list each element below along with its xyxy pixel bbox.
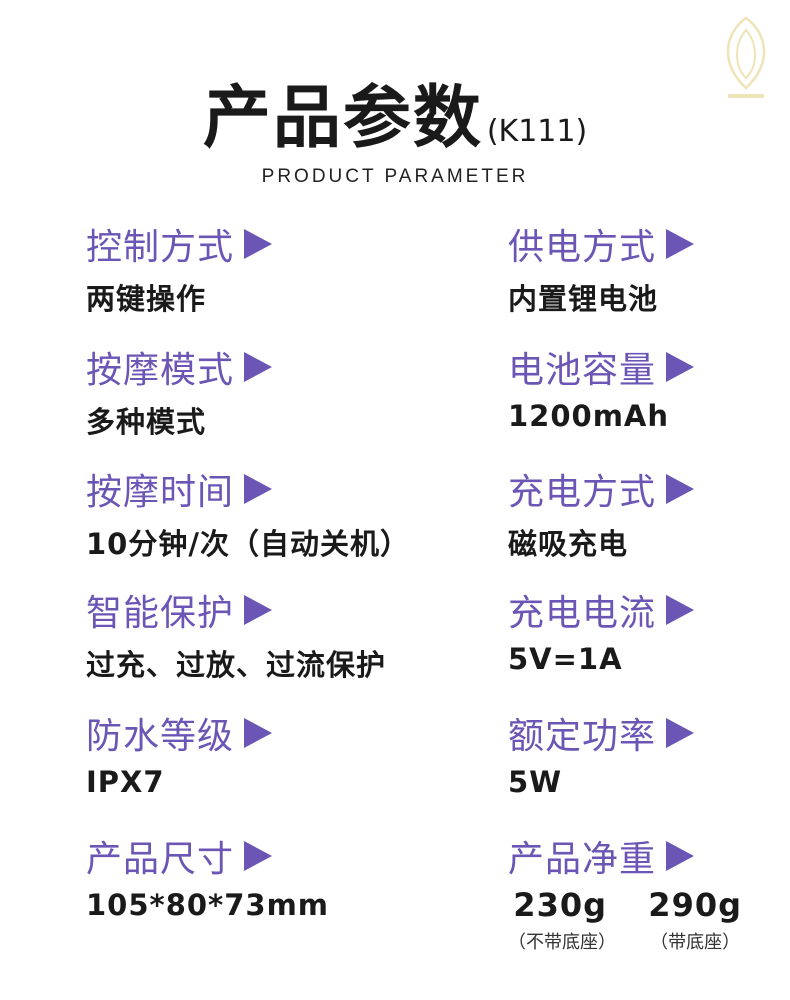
param-label: 防水等级	[86, 716, 235, 757]
param-control-mode: 控制方式 两键操作	[86, 220, 426, 318]
weight-with-base: 290g （带底座）	[648, 886, 742, 954]
page-title: 产品参数(K111)	[0, 62, 790, 161]
param-power-supply: 供电方式 内置锂电池	[508, 220, 778, 318]
param-value: 1200mAh	[508, 399, 670, 433]
param-waterproof-level: 防水等级 IPX7	[86, 709, 426, 799]
weight-value: 230g	[513, 886, 607, 924]
param-massage-time: 按摩时间 10分钟/次（自动关机）	[86, 465, 426, 563]
param-label: 产品净重	[508, 839, 657, 880]
param-battery-capacity: 电池容量 1200mAh	[508, 343, 778, 433]
param-value: 磁吸充电	[508, 527, 629, 561]
play-arrow-icon	[244, 474, 273, 504]
play-arrow-icon	[666, 841, 695, 871]
param-label: 智能保护	[86, 593, 235, 634]
weight-note: （带底座）	[650, 932, 741, 953]
param-label: 按摩模式	[86, 350, 235, 391]
param-value: 过充、过放、过流保护	[86, 648, 387, 682]
play-arrow-icon	[666, 352, 695, 382]
play-arrow-icon	[244, 718, 273, 748]
param-label: 控制方式	[86, 227, 235, 268]
weight-note: （不带底座）	[508, 932, 616, 953]
param-value: 10分钟/次（自动关机）	[86, 527, 410, 561]
play-arrow-icon	[666, 474, 695, 504]
play-arrow-icon	[666, 229, 695, 259]
param-label: 产品尺寸	[86, 839, 235, 880]
param-charging-current: 充电电流 5V=1A	[508, 586, 778, 676]
play-arrow-icon	[244, 229, 273, 259]
param-value: 内置锂电池	[508, 282, 659, 316]
play-arrow-icon	[666, 595, 695, 625]
param-value: 5W	[508, 765, 563, 799]
param-value: 多种模式	[86, 405, 207, 439]
param-label: 按摩时间	[86, 472, 235, 513]
weight-value: 290g	[648, 886, 742, 924]
page-subtitle: PRODUCT PARAMETER	[261, 166, 529, 187]
title-model: (K111)	[486, 114, 588, 149]
param-value: 5V=1A	[508, 642, 623, 676]
param-product-size: 产品尺寸 105*80*73mm	[86, 832, 426, 922]
param-net-weight: 产品净重 230g （不带底座） 290g （带底座）	[508, 832, 778, 954]
weight-without-base: 230g （不带底座）	[508, 886, 616, 954]
param-rated-power: 额定功率 5W	[508, 709, 778, 799]
param-label: 充电方式	[508, 472, 657, 513]
param-value: 105*80*73mm	[86, 888, 330, 922]
title-main: 产品参数	[202, 79, 483, 158]
weight-values: 230g （不带底座） 290g （带底座）	[508, 886, 778, 954]
play-arrow-icon	[244, 595, 273, 625]
param-value: IPX7	[86, 765, 165, 799]
param-charging-method: 充电方式 磁吸充电	[508, 465, 778, 563]
play-arrow-icon	[244, 352, 273, 382]
param-label: 额定功率	[508, 716, 657, 757]
param-value: 两键操作	[86, 282, 207, 316]
param-massage-mode: 按摩模式 多种模式	[86, 343, 426, 441]
brand-logo-icon	[710, 8, 782, 104]
param-label: 供电方式	[508, 227, 657, 268]
play-arrow-icon	[666, 718, 695, 748]
play-arrow-icon	[244, 841, 273, 871]
param-label: 电池容量	[508, 350, 657, 391]
param-label: 充电电流	[508, 593, 657, 634]
param-smart-protection: 智能保护 过充、过放、过流保护	[86, 586, 426, 684]
